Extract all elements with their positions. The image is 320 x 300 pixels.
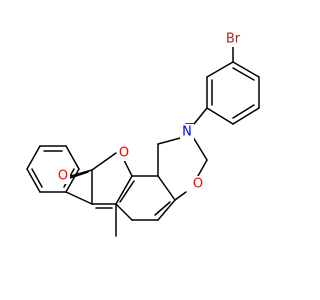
bond [123,159,133,177]
bond [157,136,185,145]
bond [65,145,80,170]
bond [26,145,41,170]
bond [26,168,41,193]
benzyl-phenyl-ring [26,145,80,193]
atom-halo [223,31,245,47]
pyranone-ring [69,152,133,209]
bond [154,201,171,216]
molecule-structure: Br N O O O [26,31,260,237]
oxazine-ring [157,107,208,201]
bond [69,171,89,179]
bond [70,169,93,177]
carbonyl-oxygen-atom: O [58,169,68,184]
bond [174,191,187,201]
atom-halo [180,124,194,140]
bond [115,175,133,205]
bond [206,61,234,78]
substituents [65,191,117,237]
bond [232,104,255,119]
bond [119,180,135,203]
bond [157,199,176,221]
bond [206,107,234,125]
benzyl-bond [65,191,93,205]
bromophenyl-ring [206,45,260,125]
oxazine-oxygen-atom: O [193,177,203,192]
chromenone-benzene-ring [115,175,176,221]
bond [232,107,260,125]
bond [232,61,260,78]
bond [31,168,43,188]
bond [197,159,208,177]
bond [192,136,208,161]
bond [91,152,117,171]
atom-halo [56,168,70,184]
atom-halo [191,176,205,192]
bond [115,203,133,221]
atom-labels: Br N O O O [56,31,245,192]
bond [193,107,208,125]
pyranone-ring-oxygen-atom: O [119,146,129,161]
nitrogen-atom: N [182,125,192,140]
bromine-atom: Br [226,32,241,47]
atom-halo [117,145,131,161]
bond [157,175,176,201]
bond [65,168,80,193]
bond [232,67,255,81]
